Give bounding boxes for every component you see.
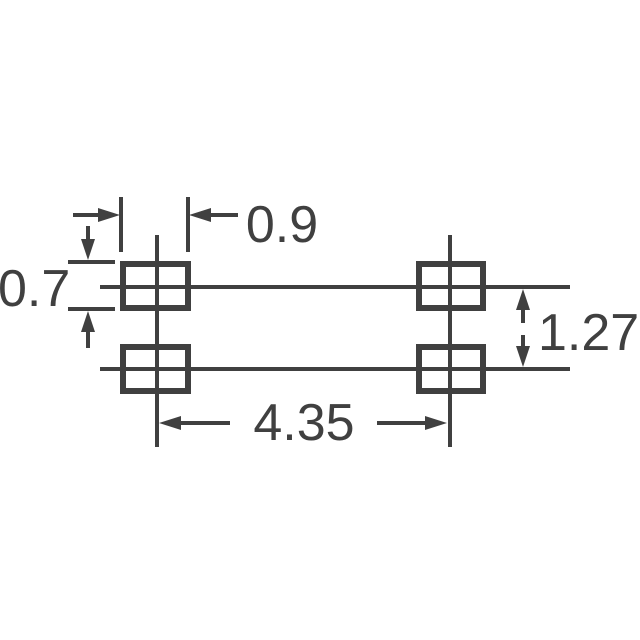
left-pointing-arrowhead-icon — [189, 208, 211, 222]
right-pointing-arrowhead-icon — [98, 208, 120, 222]
down-pointing-arrowhead-icon — [81, 239, 95, 260]
right-pointing-arrowhead-icon — [425, 416, 447, 430]
dimension-row-pitch: 1.27 — [516, 289, 639, 367]
down-pointing-arrowhead-icon — [516, 346, 530, 367]
centerlines — [100, 235, 570, 447]
dimension-pad-width: 0.9 — [73, 196, 318, 254]
dimension-label-pad-width: 0.9 — [246, 196, 318, 254]
dimension-label-column-pitch: 4.35 — [253, 394, 354, 452]
dimension-label-row-pitch: 1.27 — [538, 304, 639, 362]
dimension-column-pitch: 4.35 — [159, 394, 447, 452]
dimension-label-pad-height: 0.7 — [0, 260, 70, 318]
dimension-pad-height: 0.7 — [0, 226, 115, 348]
up-pointing-arrowhead-icon — [81, 311, 95, 332]
up-pointing-arrowhead-icon — [516, 289, 530, 310]
pads — [120, 261, 486, 394]
left-pointing-arrowhead-icon — [159, 416, 181, 430]
